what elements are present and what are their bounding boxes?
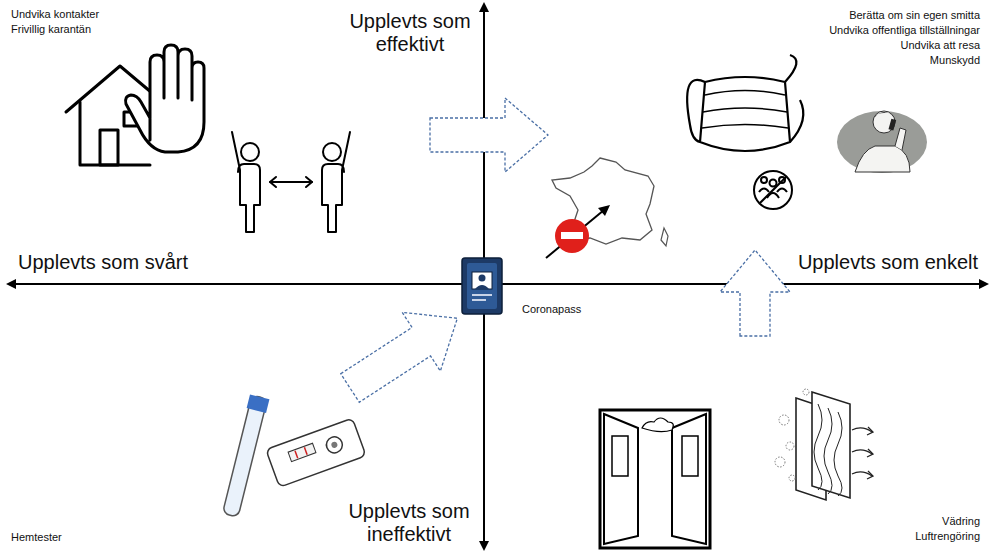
- axis-label: Upplevts som effektivt: [345, 10, 475, 56]
- measure-label: Undvika offentliga tillställningar: [829, 24, 980, 37]
- item-label: Coronapass: [522, 303, 581, 316]
- axis-label: Upplevts som ineffektivt: [338, 500, 480, 546]
- measure-label: Luftrengöring: [915, 530, 980, 543]
- axis-label: Upplevts som svårt: [18, 251, 188, 274]
- measure-label: Undvika att resa: [901, 39, 980, 52]
- measure-label: Vädring: [942, 515, 980, 528]
- measure-label: Berätta om sin egen smitta: [849, 9, 980, 22]
- axis-label: Upplevts som enkelt: [798, 251, 978, 274]
- measure-label: Munskydd: [930, 54, 980, 67]
- measure-label: Undvika kontakter: [11, 8, 99, 21]
- measure-label: Hemtester: [11, 531, 62, 544]
- measure-label: Frivillig karantän: [11, 23, 91, 36]
